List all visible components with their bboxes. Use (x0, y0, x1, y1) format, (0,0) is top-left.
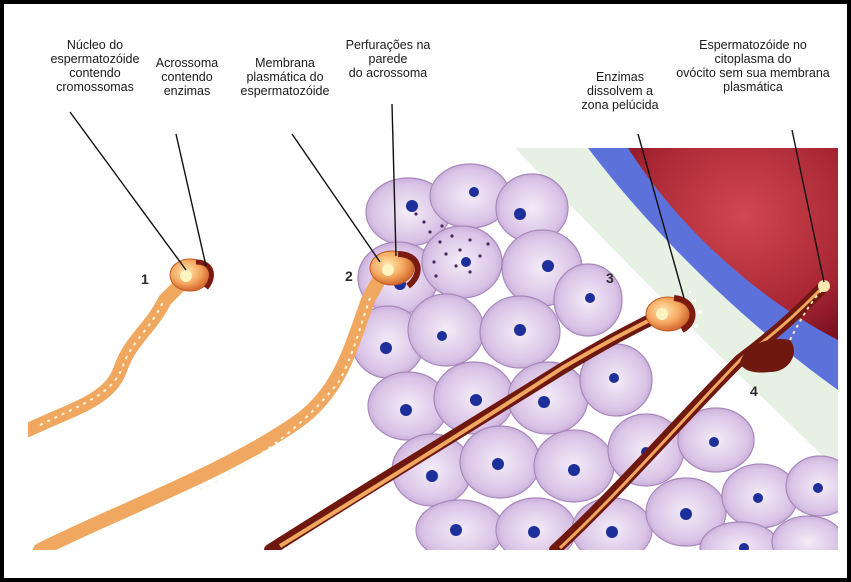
stage-number-3: 3 (606, 270, 614, 286)
sperm-stage-1 (28, 259, 211, 430)
stage-number-1: 1 (141, 271, 149, 287)
label-acrosome: Acrossoma contendo enzimas (144, 56, 230, 98)
label-plasma-membrane: Membrana plasmática do espermatozóide (226, 56, 344, 98)
label-sperm-in-oocyte: Espermatozóide no citoplasma do ovócito … (664, 38, 842, 94)
stage-number-4: 4 (750, 383, 758, 399)
label-acrosome-perforations: Perfurações na parede do acrossoma (330, 38, 446, 80)
stage-number-2: 2 (345, 268, 353, 284)
label-nucleus: Núcleo do espermatozóide contendo cromos… (40, 38, 150, 94)
label-enzymes: Enzimas dissolvem a zona pelúcida (566, 70, 674, 112)
